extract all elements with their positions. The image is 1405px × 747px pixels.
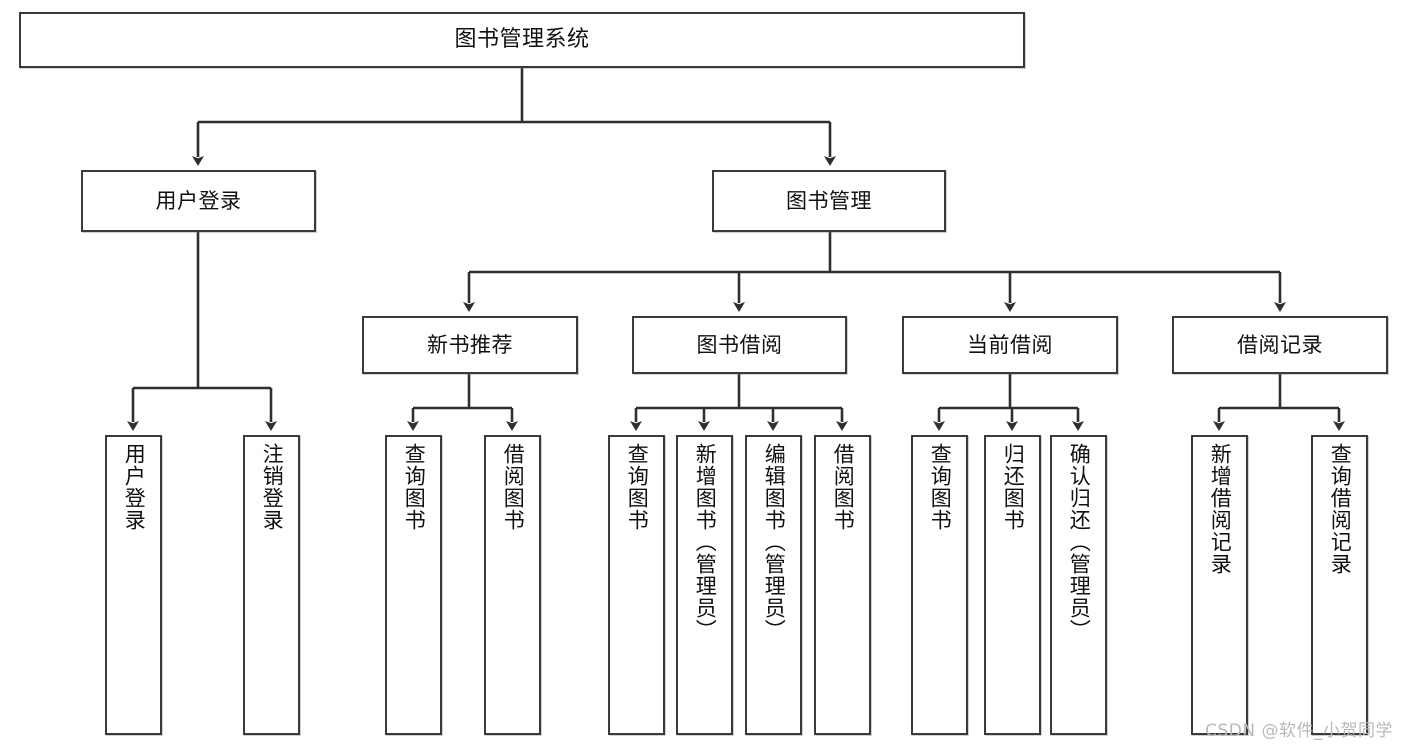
node-label: 确认归还（管理员） [1067,443,1092,641]
node-book-borrowing[interactable]: 图书借阅 [632,316,847,374]
leaf-query-borrow-record[interactable]: 查询借阅记录 [1311,435,1368,735]
leaf-edit-book-admin[interactable]: 编辑图书（管理员） [745,435,802,735]
node-label: 图书借阅 [696,332,783,357]
node-label: 图书管理 [786,188,872,213]
node-label: 注销登录 [260,443,285,531]
leaf-confirm-return-admin[interactable]: 确认归还（管理员） [1050,435,1107,735]
leaf-query-current-book[interactable]: 查询图书 [911,435,968,735]
leaf-user-logout[interactable]: 注销登录 [243,435,300,735]
node-current-borrowing[interactable]: 当前借阅 [902,316,1118,374]
leaf-user-login[interactable]: 用户登录 [105,435,162,735]
node-label: 新增借阅记录 [1208,443,1233,575]
node-label: 用户登录 [155,188,242,213]
node-label: 查询图书 [402,443,427,531]
leaf-return-book[interactable]: 归还图书 [984,435,1041,735]
node-label: 新增图书（管理员） [693,443,718,641]
node-label: 借阅记录 [1237,332,1323,357]
leaf-query-book[interactable]: 查询图书 [608,435,665,735]
leaf-add-borrow-record[interactable]: 新增借阅记录 [1191,435,1248,735]
leaf-add-book-admin[interactable]: 新增图书（管理员） [676,435,733,735]
node-borrow-records[interactable]: 借阅记录 [1172,316,1388,374]
leaf-query-book-recommendation[interactable]: 查询图书 [385,435,442,735]
node-root-book-management-system[interactable]: 图书管理系统 [19,12,1025,68]
node-label: 新书推荐 [427,332,513,357]
node-user-login[interactable]: 用户登录 [81,170,316,232]
leaf-borrow-book-recommendation[interactable]: 借阅图书 [484,435,541,735]
node-label: 查询借阅记录 [1328,443,1353,575]
node-label: 归还图书 [1001,443,1026,531]
node-label: 借阅图书 [501,443,526,531]
node-book-management[interactable]: 图书管理 [712,170,946,232]
csdn-watermark: CSDN @软件_小贺同学 [1205,721,1393,741]
node-label: 查询图书 [928,443,953,531]
node-label: 查询图书 [625,443,650,531]
node-label: 当前借阅 [967,332,1053,357]
node-label: 用户登录 [122,443,147,531]
leaf-borrow-book[interactable]: 借阅图书 [814,435,871,735]
node-new-book-recommendation[interactable]: 新书推荐 [362,316,578,374]
node-label: 借阅图书 [831,443,856,531]
node-label: 图书管理系统 [454,27,590,52]
node-label: 编辑图书（管理员） [762,443,787,641]
